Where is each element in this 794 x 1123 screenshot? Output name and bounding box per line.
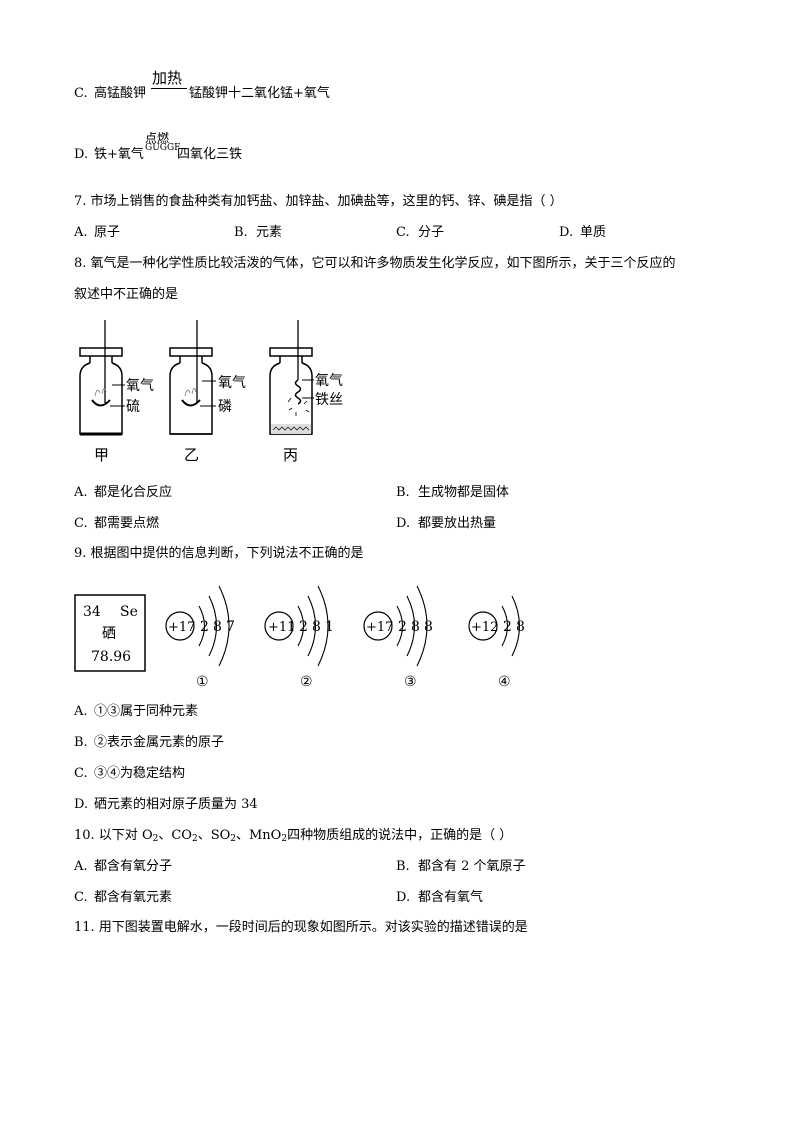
q8-option-b: 生成物都是固体	[418, 485, 510, 500]
q8-stem-line2: 叙述中不正确的是	[74, 287, 179, 302]
atom-2-label: ②	[300, 674, 313, 690]
q9-option-a-letter: A.	[74, 704, 88, 719]
element-card-symbol: Se	[120, 604, 138, 620]
jar-yi-label-phosphorus: 磷	[218, 399, 232, 415]
q10-option-c: 都含有氧元素	[94, 890, 173, 905]
atom-diagram-4: +12 2 8 ④	[468, 595, 525, 690]
jar-jia: 氧气 硫 甲	[79, 320, 154, 464]
element-card-selenium: 34 Se 硒 78.96	[74, 594, 146, 672]
jar-jia-label-oxygen: 氧气	[126, 378, 154, 394]
q10-option-d-letter: D.	[396, 890, 411, 905]
q6d-product: 四氧化三铁	[177, 147, 243, 162]
q9-option-b: ②表示金属元素的原子	[94, 735, 225, 750]
atom-2-shell-1: 2	[299, 619, 308, 635]
q9-option-d-letter: D.	[74, 797, 89, 812]
atom-1-label: ①	[196, 674, 209, 690]
q7-option-a: 原子	[94, 225, 121, 240]
q9-option-b-letter: B.	[74, 735, 88, 750]
q6d-condition-bottom: GUGGF	[145, 143, 181, 153]
q10-option-b-letter: B.	[396, 859, 410, 874]
q7-option-b-letter: B.	[234, 225, 248, 240]
q8-option-a: 都是化合反应	[94, 485, 173, 500]
q7-option-d: 单质	[580, 225, 607, 240]
atom-diagram-2: +11 2 8 1 ②	[264, 585, 334, 690]
atom-3-shell-1: 2	[398, 619, 407, 635]
q8-stem-line1: 8. 氧气是一种化学性质比较活泼的气体，它可以和许多物质发生化学反应，如下图所示…	[74, 256, 676, 271]
q7-stem: 7. 市场上销售的食盐种类有加钙盐、加锌盐、加碘盐等，这里的钙、锌、碘是指（ ）	[74, 194, 563, 209]
q9-option-a: ①③属于同种元素	[94, 704, 199, 719]
atom-4-shell-1: 2	[503, 619, 512, 635]
atom-2-shell-3: 1	[325, 619, 334, 635]
jar-bing-label-iron-wire: 铁丝	[315, 392, 343, 408]
q10-option-d: 都含有氧气	[418, 890, 484, 905]
q6c-condition: 加热	[152, 69, 183, 87]
q6c-products: 锰酸钾十二氧化锰+氧气	[189, 86, 330, 101]
q9-option-c: ③④为稳定结构	[94, 766, 186, 781]
jar-bing-label-oxygen: 氧气	[315, 373, 343, 389]
q9-option-d: 硒元素的相对原子质量为 34	[94, 797, 258, 812]
q11-stem: 11. 用下图装置电解水，一段时间后的现象如图所示。对该实验的描述错误的是	[74, 920, 528, 935]
jar-jia-label-sulfur: 硫	[126, 399, 140, 415]
atom-1-nucleus: +17	[168, 620, 195, 635]
q8-option-c: 都需要点燃	[94, 516, 160, 531]
atom-4-nucleus: +12	[471, 620, 498, 635]
atom-2-shell-2: 8	[312, 619, 321, 635]
q6c-reaction-arrow	[151, 88, 187, 89]
q7-option-c: 分子	[418, 225, 445, 240]
atom-2-nucleus: +11	[268, 620, 295, 635]
q7-option-c-letter: C.	[396, 225, 410, 240]
jar-bing-caption: 丙	[283, 446, 298, 464]
atom-3-nucleus: +17	[366, 620, 393, 635]
atom-diagram-3: +17 2 8 8 ③	[363, 585, 433, 690]
atom-1-shell-3: 7	[226, 619, 235, 635]
atom-3-label: ③	[404, 674, 417, 690]
q8-option-d: 都要放出热量	[418, 516, 497, 531]
atom-3-shell-3: 8	[424, 619, 433, 635]
q10-stem: 10. 以下对 O2、CO2、SO2、MnO2四种物质组成的说法中，正确的是（ …	[74, 828, 513, 844]
q7-option-a-letter: A.	[74, 225, 88, 240]
q9-stem: 9. 根据图中提供的信息判断，下列说法不正确的是	[74, 546, 364, 561]
jar-jia-caption: 甲	[94, 446, 109, 464]
jar-yi: 氧气 磷 乙	[169, 320, 246, 464]
atom-diagram-1: +17 2 8 7 ①	[165, 585, 235, 690]
q9-atom-structure-figure: 34 Se 硒 78.96 +17 2 8 7 ① +11 2 8 1 ② +1…	[74, 585, 525, 690]
jar-yi-caption: 乙	[184, 446, 199, 464]
atom-1-shell-2: 8	[213, 619, 222, 635]
atom-4-label: ④	[498, 674, 511, 690]
q7-option-d-letter: D.	[559, 225, 574, 240]
q8-option-d-letter: D.	[396, 516, 411, 531]
q6d-reactant: 铁+氧气	[94, 147, 144, 162]
atom-1-shell-1: 2	[200, 619, 209, 635]
q8-option-c-letter: C.	[74, 516, 88, 531]
q10-option-c-letter: C.	[74, 890, 88, 905]
atom-3-shell-2: 8	[411, 619, 420, 635]
q6d-condition: 点燃	[145, 131, 170, 145]
q6d-letter: D.	[74, 147, 89, 162]
q10-option-b: 都含有 2 个氧原子	[418, 859, 526, 874]
q9-option-c-letter: C.	[74, 766, 88, 781]
q8-gas-jar-figure: 氧气 硫 甲 氧气 磷 乙 氧气 铁丝 丙	[79, 320, 343, 464]
jar-bing: 氧气 铁丝 丙	[269, 320, 343, 464]
q6c-letter: C.	[74, 86, 88, 101]
atom-4-shell-2: 8	[516, 619, 525, 635]
q6c-reactant: 高锰酸钾	[94, 86, 147, 101]
q10-option-a: 都含有氧分子	[94, 859, 173, 874]
element-card-mass: 78.96	[91, 649, 131, 665]
q10-option-a-letter: A.	[74, 859, 88, 874]
q7-option-b: 元素	[256, 225, 283, 240]
q8-option-b-letter: B.	[396, 485, 410, 500]
element-card-name: 硒	[102, 626, 116, 642]
element-card-number: 34	[83, 604, 101, 620]
q8-option-a-letter: A.	[74, 485, 88, 500]
jar-yi-label-oxygen: 氧气	[218, 375, 246, 391]
